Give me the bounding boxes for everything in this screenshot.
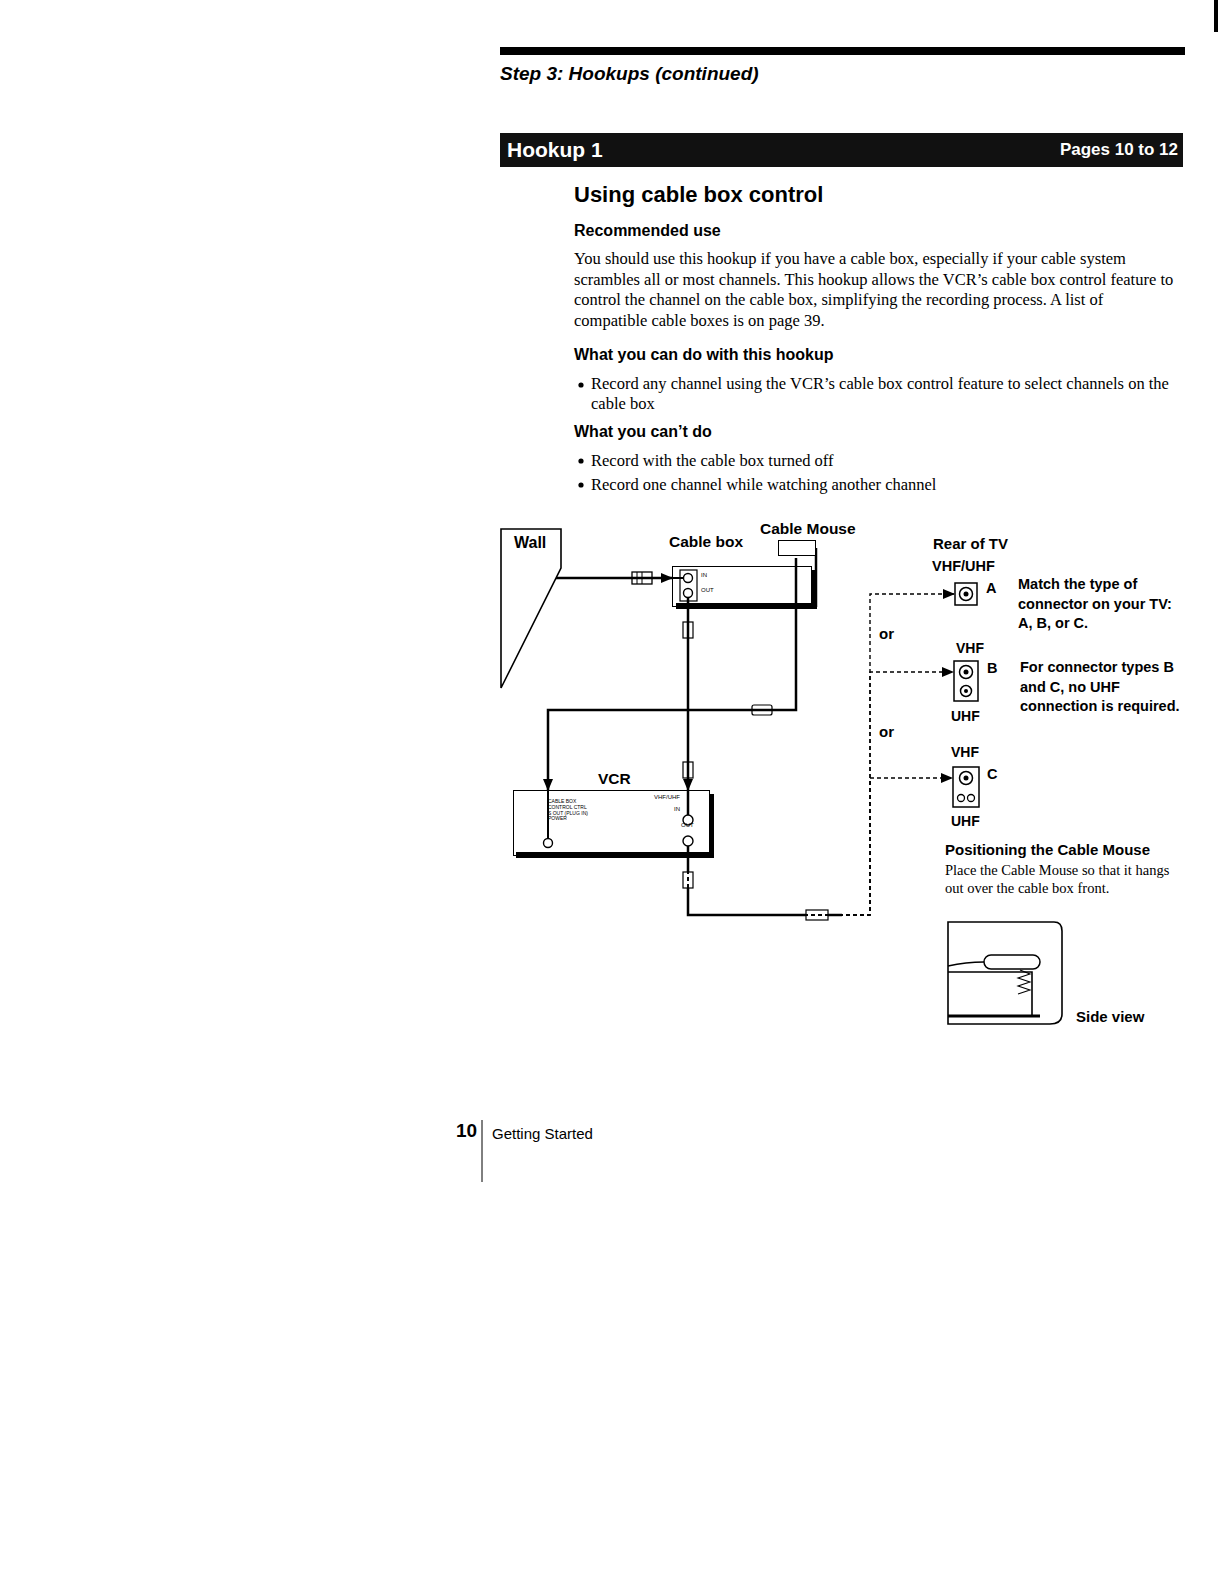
port-label: UHF — [951, 708, 980, 725]
side-view-illustration — [948, 922, 1062, 1024]
vhf-out-jack — [683, 836, 693, 846]
section-bar — [500, 133, 1183, 167]
out-jack — [684, 589, 693, 598]
dashed-connector — [688, 672, 953, 915]
subheading: Positioning the Cable Mouse — [945, 841, 1205, 859]
box-label: VCR — [598, 770, 631, 789]
bullet — [578, 458, 583, 463]
section-header: Step 3: Hookups (continued) — [500, 63, 920, 86]
port-label: A — [986, 580, 996, 597]
wall: Wall — [500, 528, 562, 690]
note-text: Match the type of connector on your TV: … — [1018, 575, 1183, 634]
body-text: Place the Cable Mouse so that it hangs o… — [945, 862, 1185, 897]
box-label: VHF — [951, 744, 979, 761]
box-label: VHF/UHF — [932, 558, 995, 575]
tv-connector: VHF/UHF A — [930, 558, 1002, 606]
page-title: Using cable box control — [574, 182, 1134, 208]
bullet-text: Record with the cable box turned off — [591, 451, 1091, 471]
bullet-text: Record any channel using the VCR’s cable… — [591, 374, 1176, 414]
mouse-stem — [815, 548, 818, 607]
jack-panel — [680, 570, 697, 601]
box-label: Cable Mouse — [760, 520, 856, 539]
coax-cable — [688, 856, 808, 915]
bullet — [578, 482, 583, 487]
page-number: 10 — [456, 1121, 486, 1142]
note-text: For connector types B and C, no UHF conn… — [1020, 658, 1185, 717]
dashed-connector — [688, 778, 952, 915]
box-label: Cable box — [669, 533, 743, 552]
port-label: IN — [701, 572, 707, 578]
box-label: Wall — [514, 533, 546, 552]
footer-text: Getting Started — [492, 1125, 692, 1143]
subheading: What you can do with this hookup — [574, 345, 974, 364]
cable-connector — [548, 577, 672, 580]
antenna-jack — [954, 582, 978, 606]
cable-box: Cable boxINOUT — [672, 566, 812, 607]
body-text: You should use this hookup if you have a… — [574, 249, 1174, 332]
antenna-jack — [952, 766, 980, 808]
or-label: or — [879, 723, 909, 741]
vcr: VCRCABLE BOX CONTROL CTRL S OUT (PLUG IN… — [513, 790, 710, 856]
port-label: OUT — [681, 822, 694, 828]
panel-label: Rear of TV — [933, 535, 1043, 553]
subheading: Recommended use — [574, 221, 974, 240]
port-label: VHF/UHF — [654, 794, 680, 800]
antenna-jack — [953, 660, 979, 702]
cable-mouse: Cable Mouse — [760, 520, 860, 558]
dashed-connector — [688, 594, 954, 915]
footer-rule — [482, 1120, 483, 1182]
port-label: CABLE BOX CONTROL CTRL S OUT (PLUG IN) P… — [548, 799, 588, 822]
control-jack — [544, 839, 553, 848]
port-label: C — [987, 766, 997, 783]
port-label: UHF — [951, 813, 980, 830]
bullet — [578, 382, 583, 387]
tv-connector: VHFB UHF — [930, 640, 1002, 726]
subheading: What you can’t do — [574, 422, 974, 441]
bullet-text: Record one channel while watching anothe… — [591, 475, 1091, 495]
in-jack — [684, 574, 693, 583]
cable-connector — [687, 607, 690, 790]
port-label: IN — [674, 806, 680, 812]
top-rule — [500, 47, 1185, 55]
wall-outline — [500, 528, 562, 690]
port-label: OUT — [701, 587, 714, 593]
page-range: Pages 10 to 12 — [960, 140, 1178, 160]
cable-plug — [806, 910, 828, 920]
box-label: VHF — [956, 640, 984, 657]
mouse-body — [778, 540, 816, 556]
or-label: or — [879, 625, 909, 643]
vcr-shadow — [516, 852, 714, 858]
port-label: B — [987, 660, 997, 677]
tv-connector: VHF C UHF — [930, 744, 1002, 830]
bar-title: Hookup 1 — [507, 137, 707, 162]
view-label: Side view — [1076, 1008, 1176, 1026]
edge-mark — [1214, 0, 1218, 32]
